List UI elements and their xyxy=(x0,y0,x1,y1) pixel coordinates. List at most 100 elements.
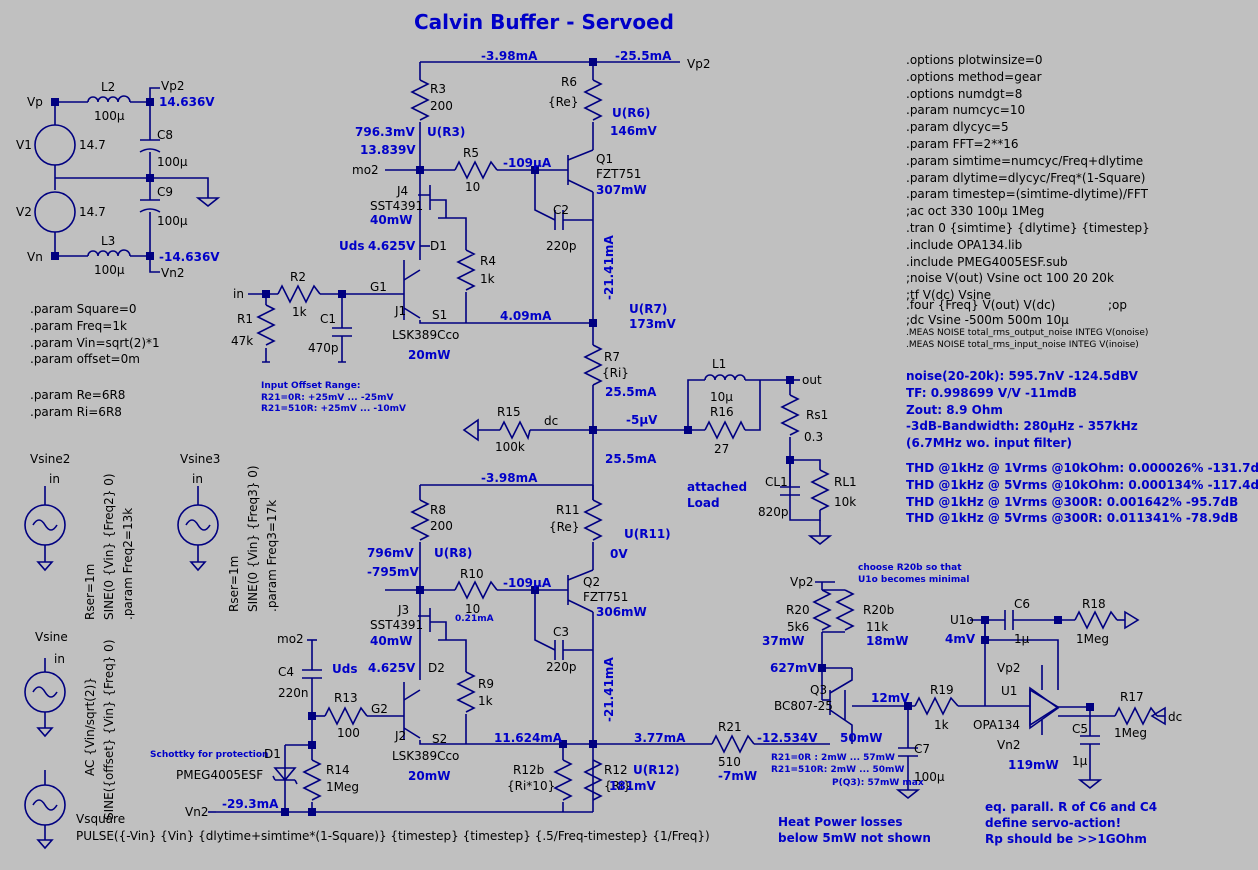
l2-inductor xyxy=(87,95,131,103)
offset-note-title: Input Offset Range: xyxy=(261,381,361,391)
q2-name: Q2 xyxy=(583,575,601,589)
c3-value: 220p xyxy=(546,660,577,674)
directive-line: .param FFT=2**16 xyxy=(906,136,1019,151)
r3-name: R3 xyxy=(430,82,446,96)
servo-note-2: define servo-action! xyxy=(985,816,1122,830)
c5-value: 1µ xyxy=(1072,754,1088,768)
r16-value: 27 xyxy=(714,442,730,456)
r12b-value: {Ri*10} xyxy=(507,779,556,793)
result-line: Zout: 8.9 Ohm xyxy=(906,402,1003,417)
vsine3-value: SINE(0 {Vin} {Freq3} 0) xyxy=(246,465,260,612)
l1-value: 10µ xyxy=(710,390,733,404)
param-line: .param Freq=1k xyxy=(30,318,127,333)
directive-line: .param dlycyc=5 xyxy=(906,120,1009,135)
c7-capacitor xyxy=(898,747,918,757)
ann-v-627: 627mV xyxy=(770,661,817,675)
rl1-resistor xyxy=(810,469,830,511)
result-line: noise(20-20k): 595.7nV -124.5dBV xyxy=(906,369,1138,383)
net-vn2-lower: Vn2 xyxy=(185,805,209,819)
vsine-source xyxy=(24,671,66,713)
upper-stage-wires xyxy=(380,61,680,345)
c1-capacitor xyxy=(332,327,352,337)
q1-transistor xyxy=(555,149,594,193)
r2-value: 1k xyxy=(292,305,307,319)
ann-p-j1: 20mW xyxy=(408,348,451,362)
r1-name: R1 xyxy=(237,312,253,326)
j3-value: SST4391 xyxy=(370,618,424,632)
vsine2-value: SINE(0 {Vin} {Freq2} 0) xyxy=(102,473,116,620)
c4-value: 220n xyxy=(278,686,309,700)
servo-note-3: Rp should be >>1GOhm xyxy=(985,832,1147,846)
c2-value: 220p xyxy=(546,239,577,253)
net-vp2-servo: Vp2 xyxy=(790,575,814,589)
vsine2-in-label: in xyxy=(49,472,60,486)
ann-i-r10: -109µA xyxy=(503,576,552,590)
net-vp2-top: Vp2 xyxy=(687,57,711,71)
vsine3-rser: Rser=1m xyxy=(227,555,241,612)
ann-p-r20b: 18mW xyxy=(866,634,909,648)
rs1-resistor xyxy=(780,394,800,436)
r20b-note-1: choose R20b so that xyxy=(858,563,962,573)
d2-node-label: D2 xyxy=(428,661,445,675)
directive-line: ;noise V(out) Vsine oct 100 20 20k xyxy=(906,271,1114,286)
heat-note-2: below 5mW not shown xyxy=(778,831,931,845)
r14-value: 1Meg xyxy=(326,780,359,794)
directive-line: ;tf V(dc) Vsine xyxy=(906,288,992,303)
q1-name: Q1 xyxy=(596,152,614,166)
supply-wires xyxy=(54,87,221,273)
vsine3-label: Vsine3 xyxy=(180,452,221,466)
d1-value: PMEG4005ESF xyxy=(176,768,264,782)
r17-name: R17 xyxy=(1120,690,1144,704)
vsquare-pulse: PULSE({-Vin} {Vin} {dlytime+simtime*(1-S… xyxy=(76,829,710,843)
r1-value: 47k xyxy=(231,334,254,348)
directive-line: .param dlytime=dlycyc/Freq*(1-Square) xyxy=(906,170,1146,185)
ann-v-173: 173mV xyxy=(629,317,676,331)
r10-current-note: 0.21mA xyxy=(455,614,494,624)
rl1-value: 10k xyxy=(834,495,857,509)
rs1-name: Rs1 xyxy=(806,408,829,422)
schottky-note: Schottky for protection xyxy=(150,750,269,760)
net-dc-servo: dc xyxy=(1168,710,1183,724)
r5-resistor xyxy=(454,160,498,180)
directive-op: ;op xyxy=(1108,298,1128,312)
cl1-capacitor xyxy=(780,460,800,496)
vsine-wires xyxy=(36,658,54,738)
r13-value: 100 xyxy=(337,726,360,740)
ann-v-0: 0V xyxy=(610,547,628,561)
vsine2-label: Vsine2 xyxy=(30,452,71,466)
c1-value: 470p xyxy=(308,341,339,355)
r12-resistor xyxy=(583,759,603,801)
vsine3-wires xyxy=(189,486,207,572)
rl1-name: RL1 xyxy=(834,475,857,489)
ann-i-398b: -3.98mA xyxy=(481,471,538,485)
r11-value: {Re} xyxy=(549,520,580,534)
r6-resistor xyxy=(583,79,603,121)
ann-u-r8: U(R8) xyxy=(434,546,473,560)
r20b-note-2: U1o becomes minimal xyxy=(858,575,970,585)
vsine2-param: .param Freq2=13k xyxy=(121,507,135,620)
directive-line: .param numcyc=10 xyxy=(906,103,1026,118)
ann-i-377: 3.77mA xyxy=(634,731,686,745)
j2-value: LSK389Cco xyxy=(392,749,460,763)
param-line: .param offset=0m xyxy=(30,352,140,367)
net-vp2-opamp: Vp2 xyxy=(997,661,1021,675)
vsine-value: SINE({offset} {Vin} {Freq} 0) xyxy=(102,639,116,821)
ann-i-409: 4.09mA xyxy=(500,309,552,323)
offset-note-2: R21=510R: +25mV ... -10mV xyxy=(261,404,406,414)
r6-name: R6 xyxy=(561,75,577,89)
directive-line: .options numdgt=8 xyxy=(906,86,1023,101)
r19-value: 1k xyxy=(934,718,949,732)
attached-note-1: attached xyxy=(687,480,748,494)
net-mo2-lower: mo2 xyxy=(277,632,304,646)
directive-line: .include PMEG4005ESF.sub xyxy=(906,254,1068,269)
simulation-results: noise(20-20k): 595.7nV -124.5dBV TF: 0.9… xyxy=(906,369,1258,528)
d1-name: D1 xyxy=(264,747,281,761)
r5-value: 10 xyxy=(465,180,481,194)
r20b-name: R20b xyxy=(863,603,895,617)
l3-inductor xyxy=(87,249,131,257)
c8-value: 100µ xyxy=(157,155,188,169)
ann-p-u1: 119mW xyxy=(1008,758,1059,772)
net-dc: dc xyxy=(544,414,559,428)
c4-name: C4 xyxy=(278,665,295,679)
v2-name: V2 xyxy=(16,205,32,219)
